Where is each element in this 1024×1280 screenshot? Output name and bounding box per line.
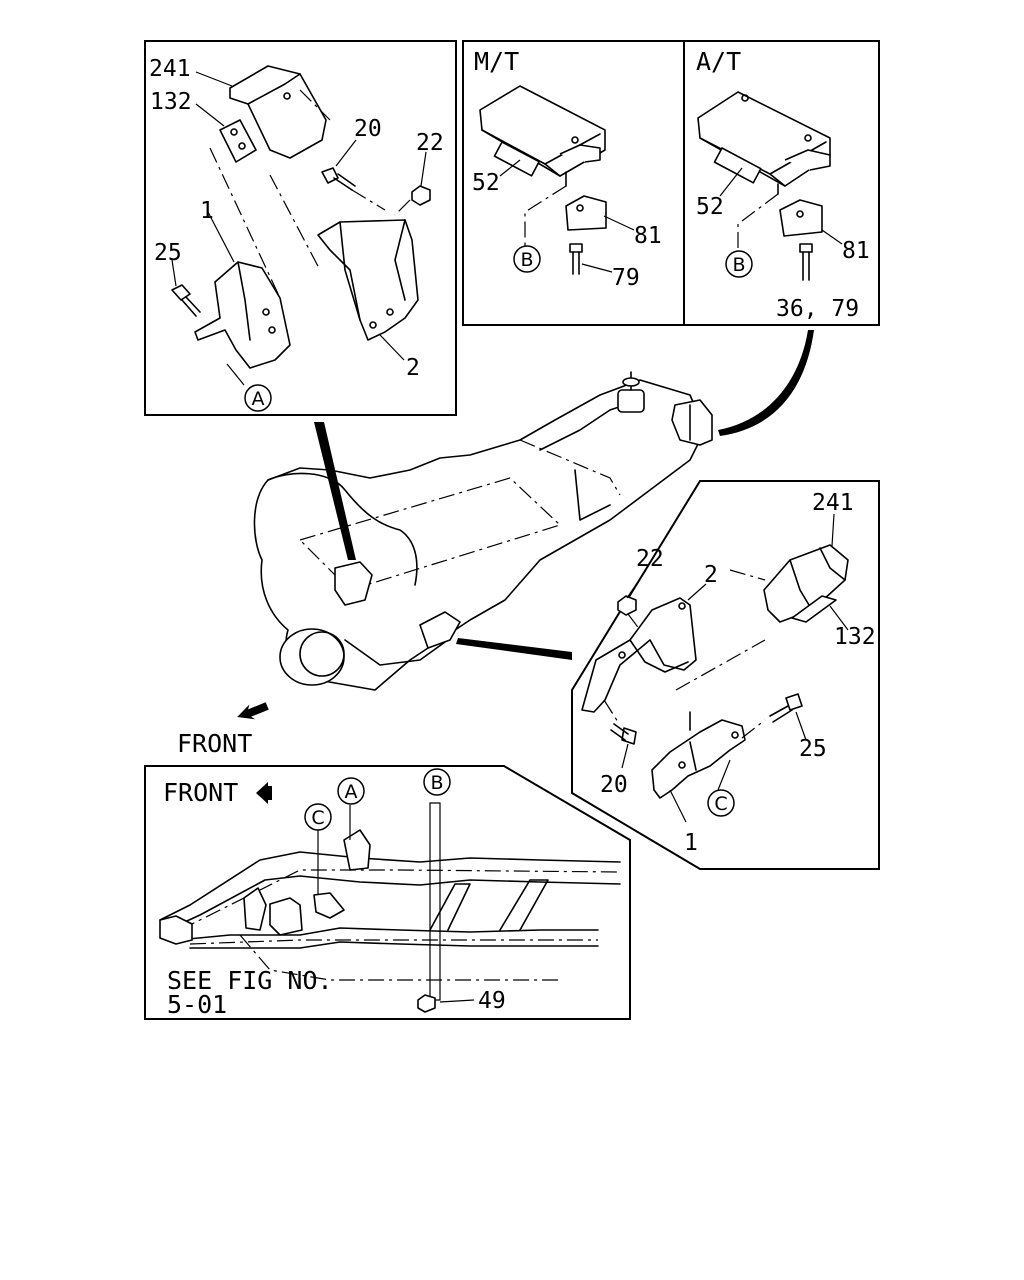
leader-to-top-right	[718, 330, 814, 436]
frame-ref-circle-b: B	[430, 772, 443, 794]
right-callout-20: 20	[600, 772, 628, 798]
mt-callout-52: 52	[472, 170, 500, 196]
front-arrow	[237, 702, 269, 720]
see-fig-label: SEE FIG NO.	[167, 966, 333, 995]
at-callout-81: 81	[842, 238, 870, 264]
at-ref-circle-b: B	[732, 254, 745, 276]
right-callout-241: 241	[812, 490, 854, 516]
callout-1: 1	[200, 198, 214, 224]
at-title: A/T	[696, 47, 741, 76]
mt-callout-79: 79	[612, 265, 640, 291]
frame-front-label: FRONT	[163, 778, 238, 807]
callout-22: 22	[416, 130, 444, 156]
callout-25: 25	[154, 240, 182, 266]
right-callout-22: 22	[636, 546, 664, 572]
mt-at-panel	[462, 40, 880, 326]
callout-2: 2	[406, 355, 420, 381]
right-callout-132: 132	[834, 624, 876, 650]
frame-ref-circle-a: A	[345, 781, 358, 803]
right-callout-1: 1	[684, 830, 698, 856]
top-left-panel	[144, 40, 457, 416]
right-ref-circle-c: C	[714, 793, 727, 815]
frame-panel	[144, 765, 631, 1020]
frame-callout-49: 49	[478, 988, 506, 1014]
leader-to-top-left	[314, 422, 356, 560]
mt-ref-circle-b: B	[520, 249, 533, 271]
frame-ref-circle-c: C	[311, 807, 324, 829]
callout-132: 132	[150, 89, 192, 115]
fig-number: 5-01	[167, 990, 227, 1019]
at-callout-52: 52	[696, 194, 724, 220]
at-callout-36-79: 36, 79	[776, 296, 859, 322]
right-panel	[571, 480, 880, 870]
callout-241: 241	[149, 56, 191, 82]
transmission-assembly-drawing	[253, 371, 713, 691]
leader-to-right-panel	[456, 638, 572, 660]
right-callout-2: 2	[704, 562, 718, 588]
right-callout-25: 25	[799, 736, 827, 762]
ref-circle-a: A	[252, 388, 265, 410]
callout-20: 20	[354, 116, 382, 142]
mt-title: M/T	[474, 47, 519, 76]
front-label: FRONT	[177, 729, 252, 758]
mt-callout-81: 81	[634, 223, 662, 249]
